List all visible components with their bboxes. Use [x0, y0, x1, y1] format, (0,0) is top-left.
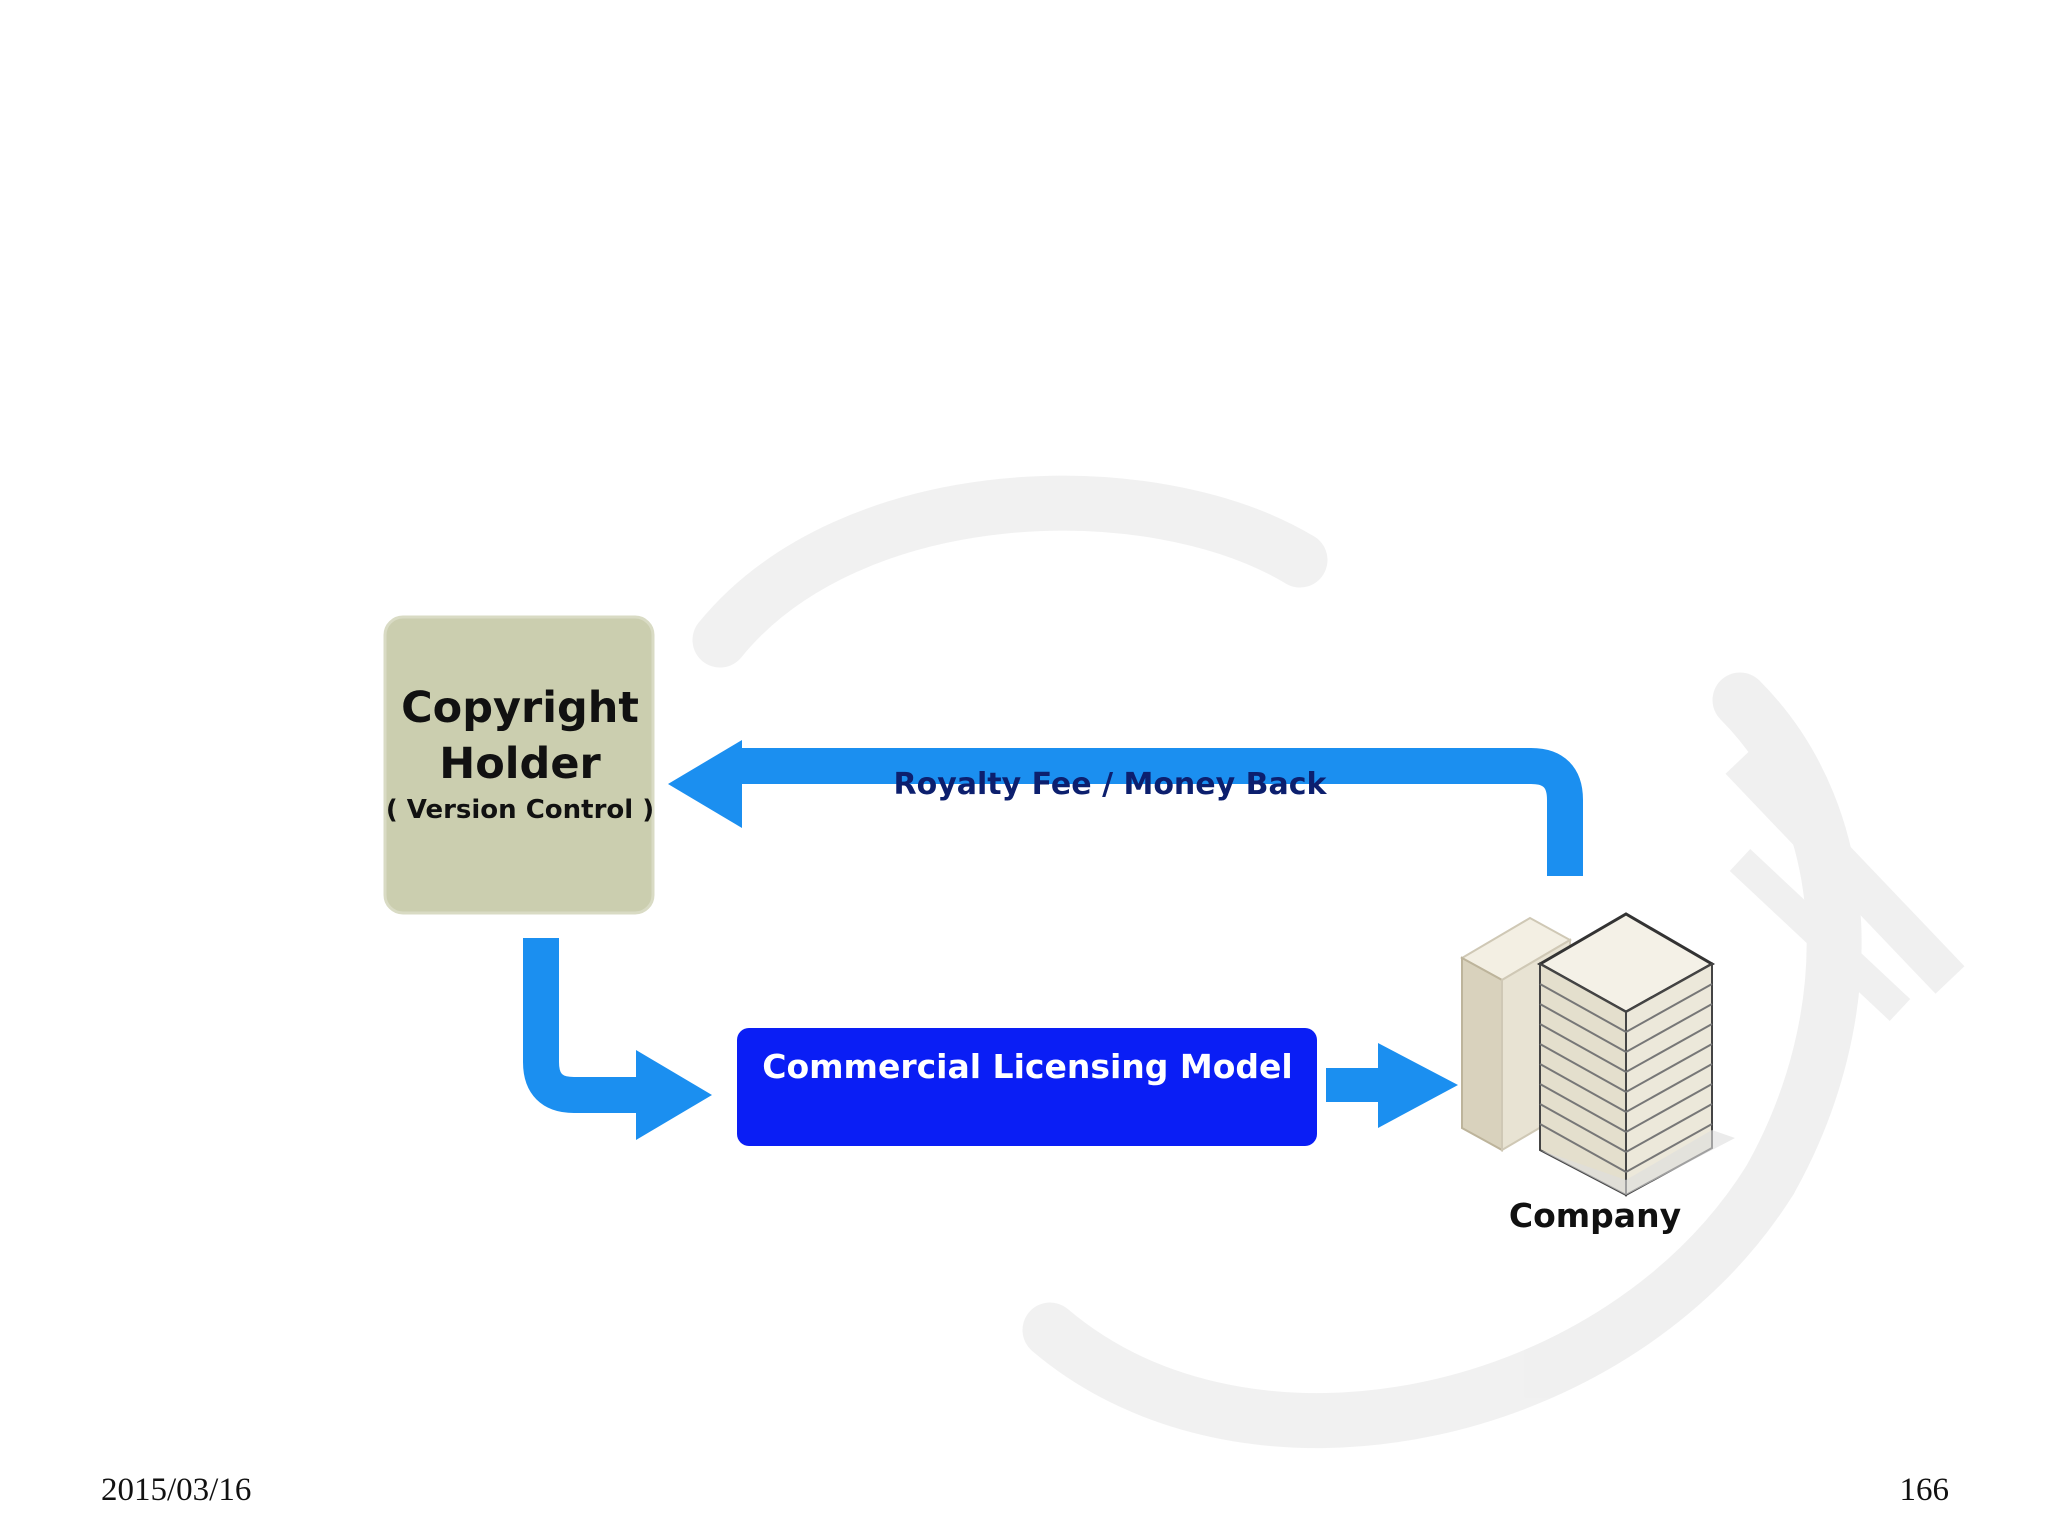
company-building-icon	[1459, 912, 1735, 1197]
copyright-holder-subtitle: ( Version Control )	[385, 795, 655, 825]
footer-page-number: 166	[1899, 1472, 1950, 1508]
copyright-holder-title: Copyright Holder	[401, 683, 639, 789]
licensing-model-label: Commercial Licensing Model	[762, 1047, 1293, 1086]
model-to-company-shaft	[1326, 1068, 1382, 1102]
footer-date: 2015/03/16	[101, 1472, 252, 1508]
watermark-logo	[692, 475, 1965, 1449]
royalty-flow-label: Royalty Fee / Money Back	[893, 767, 1327, 802]
model-to-company-arrowhead	[1378, 1043, 1458, 1128]
holder-to-model-arrow	[523, 938, 640, 1113]
company-label: Company	[1508, 1196, 1682, 1235]
royalty-arrowhead	[668, 740, 742, 828]
licensing-model-box	[737, 1028, 1317, 1146]
holder-to-model-arrowhead	[636, 1050, 712, 1140]
royalty-arrow	[738, 748, 1583, 876]
copyright-holder-box	[383, 615, 655, 915]
